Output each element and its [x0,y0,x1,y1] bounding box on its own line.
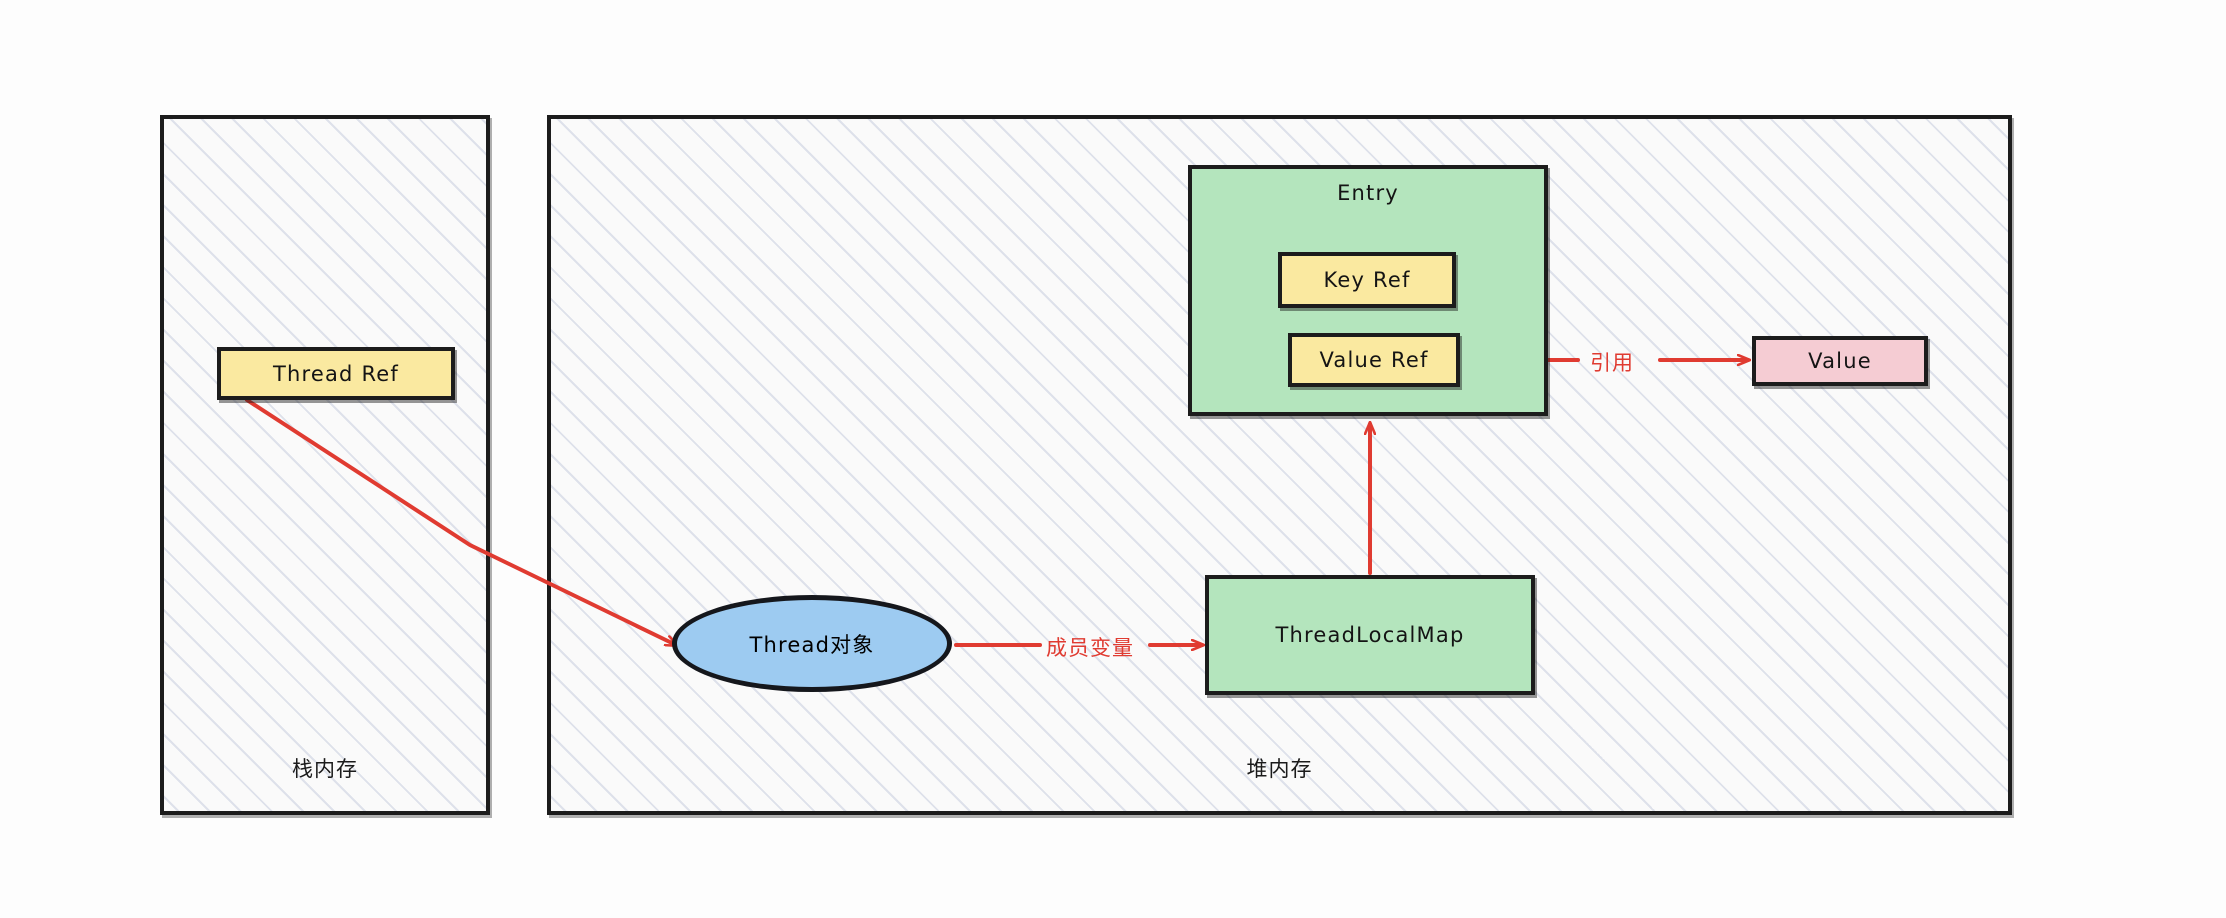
node-value-label: Value [1808,349,1872,373]
node-value-ref[interactable]: Value Ref [1288,333,1460,387]
node-key-ref-label: Key Ref [1323,268,1411,292]
edge-label-member-variable: 成员变量 [1046,636,1134,660]
node-threadlocalmap-label: ThreadLocalMap [1275,623,1465,647]
stack-memory-region: 栈内存 [160,115,490,815]
node-entry-label: Entry [1337,181,1399,205]
node-key-ref[interactable]: Key Ref [1278,252,1456,308]
node-thread-object-label: Thread对象 [749,632,875,657]
heap-memory-label: 堆内存 [1246,757,1313,781]
node-thread-object[interactable]: Thread对象 [672,595,952,692]
stack-memory-label: 栈内存 [292,757,358,781]
node-value-ref-label: Value Ref [1319,348,1429,372]
node-threadlocalmap[interactable]: ThreadLocalMap [1205,575,1535,695]
node-value[interactable]: Value [1752,336,1928,386]
edge-label-reference: 引用 [1590,351,1634,375]
node-thread-ref[interactable]: Thread Ref [217,347,455,400]
node-thread-ref-label: Thread Ref [272,361,400,386]
